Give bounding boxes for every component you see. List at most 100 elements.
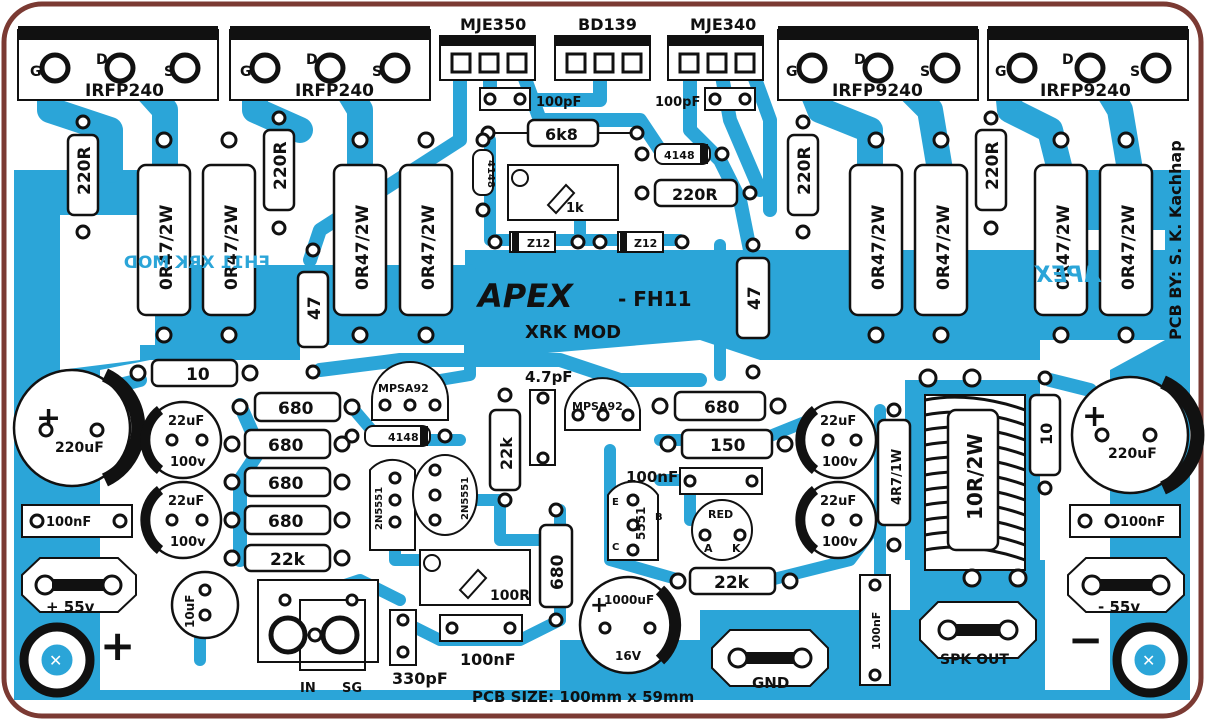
resistor-680-1: 680	[231, 391, 361, 423]
svg-text:22uF: 22uF	[820, 414, 856, 429]
bottom-ground-pour	[100, 690, 1110, 700]
svg-text:680: 680	[268, 474, 304, 494]
pad-d	[862, 52, 894, 84]
pin-s-label: S	[920, 64, 930, 80]
svg-text:47: 47	[305, 296, 325, 320]
cap-100nf-vertical: 100nF	[859, 574, 891, 686]
svg-text:2N5551: 2N5551	[460, 477, 471, 520]
resistor-0r47-5: 0R47/2W	[848, 131, 904, 344]
pad-s	[169, 52, 201, 84]
driver-mje350: MJE350	[439, 15, 536, 81]
transistor-2n5551-2: 2N5551	[412, 454, 478, 536]
svg-text:4.7pF: 4.7pF	[525, 368, 573, 386]
pad-s	[1140, 52, 1172, 84]
logo-subtitle: XRK MOD	[525, 322, 621, 343]
electrolytic-22uf-b: 22uF 100v	[140, 480, 223, 560]
resistor-220r-mid: 220R	[634, 178, 758, 208]
svg-text:E: E	[612, 497, 619, 508]
supply-neg: - 55v	[1067, 557, 1185, 616]
electrolytic-22uf-a: 22uF 100v	[140, 400, 223, 480]
pin-s-label: S	[164, 64, 174, 80]
res-label: 220R	[672, 185, 718, 204]
pad	[708, 92, 722, 106]
electrolytic-220uf-left: + 220uF	[12, 368, 146, 488]
resistor-680-5: 680	[651, 390, 787, 422]
pad-d	[104, 52, 136, 84]
svg-text:100v: 100v	[170, 535, 206, 550]
cap-label: 100pF	[655, 95, 700, 110]
resistor-0r47-8: 0R47/2W	[1098, 131, 1154, 344]
pad-3	[621, 52, 643, 74]
svg-text:680: 680	[278, 399, 314, 419]
output-coil: 10R/2W	[918, 368, 1028, 588]
svg-text:100nF: 100nF	[870, 612, 883, 650]
svg-text:16V: 16V	[615, 649, 642, 663]
resistor-0r47-2: 0R47/2W	[201, 131, 257, 344]
transistor-name: IRFP9240	[832, 81, 923, 101]
supply-neg-label: - 55v	[1098, 598, 1140, 616]
svg-text:0R47/2W: 0R47/2W	[157, 204, 177, 290]
svg-text:150: 150	[710, 436, 746, 456]
driver-name: BD139	[578, 15, 637, 34]
pad-s	[379, 52, 411, 84]
input-connector: IN SG	[257, 579, 379, 696]
transistor-mpsa92-2: MPSA92	[564, 377, 641, 431]
zener-1: Z12	[487, 231, 586, 253]
cap-100nf-mid: 100nF	[626, 467, 763, 495]
zener-label: Z12	[634, 237, 657, 250]
to126-tab	[440, 36, 535, 46]
mount-hole-right: ✕	[1112, 622, 1188, 698]
board-logo: APEX - FH11 XRK MOD	[475, 277, 692, 343]
resistor-47-left: 47	[296, 242, 330, 380]
pad-g	[39, 52, 71, 84]
resistor-22k-1: 22k	[223, 543, 351, 573]
heatsink-tab	[230, 26, 430, 40]
power-transistor-2: G D S IRFP240	[229, 26, 431, 101]
res-label: 6k8	[545, 125, 578, 144]
electrolytic-10uf: 10uF	[170, 570, 240, 640]
svg-text:330pF: 330pF	[392, 669, 448, 688]
svg-text:100nF: 100nF	[46, 515, 91, 530]
svg-text:✕: ✕	[1142, 651, 1155, 670]
zener-2: Z12	[592, 231, 690, 253]
svg-text:47: 47	[745, 286, 765, 310]
mount-hole-left: ✕	[19, 622, 95, 698]
svg-text:C: C	[612, 542, 619, 553]
zener-label: Z12	[527, 237, 550, 250]
resistor-680-2: 680	[223, 428, 351, 460]
transistor-mpsa92-1: MPSA92	[371, 361, 449, 421]
svg-text:4R7/1W: 4R7/1W	[890, 449, 905, 505]
driver-name: MJE350	[460, 15, 526, 34]
cap-100nf-right: 100nF	[1069, 504, 1181, 538]
source-resistors: 0R47/2W 0R47/2W 0R47/2W 0R47/2W 0R47/2W …	[136, 131, 1154, 344]
resistor-0r47-6: 0R47/2W	[913, 131, 969, 344]
resistor-680-4: 680	[223, 504, 351, 536]
center-pour	[465, 250, 1165, 360]
transistor-name: IRFP240	[295, 81, 374, 101]
cap-330pf: 330pF	[389, 609, 448, 688]
sg-label: SG	[342, 681, 362, 696]
pin-d-label: D	[1062, 52, 1074, 68]
driver-bd139: BD139	[554, 15, 651, 81]
electrolytic-22uf-c: 22uF 100v	[795, 400, 878, 480]
pin-g-label: G	[786, 64, 798, 80]
resistor-22k-vertical: 22k	[488, 387, 522, 508]
svg-text:10uF: 10uF	[183, 595, 197, 628]
svg-text:22uF: 22uF	[168, 414, 204, 429]
svg-text:22k: 22k	[714, 573, 750, 593]
led-red: RED A K	[691, 499, 753, 561]
pad	[483, 92, 497, 106]
svg-text:100v: 100v	[170, 455, 206, 470]
pad	[513, 92, 527, 106]
minus-sign: −	[1068, 615, 1103, 664]
pad-2	[478, 52, 500, 74]
pad-d	[1074, 52, 1106, 84]
pad-1	[678, 52, 700, 74]
resistor-150: 150	[659, 428, 794, 460]
svg-text:MPSA92: MPSA92	[378, 382, 429, 395]
svg-text:680: 680	[268, 512, 304, 532]
cap-100pf-right: 100pF	[655, 87, 756, 111]
pad-3	[734, 52, 756, 74]
res-label: 220R	[271, 141, 291, 190]
